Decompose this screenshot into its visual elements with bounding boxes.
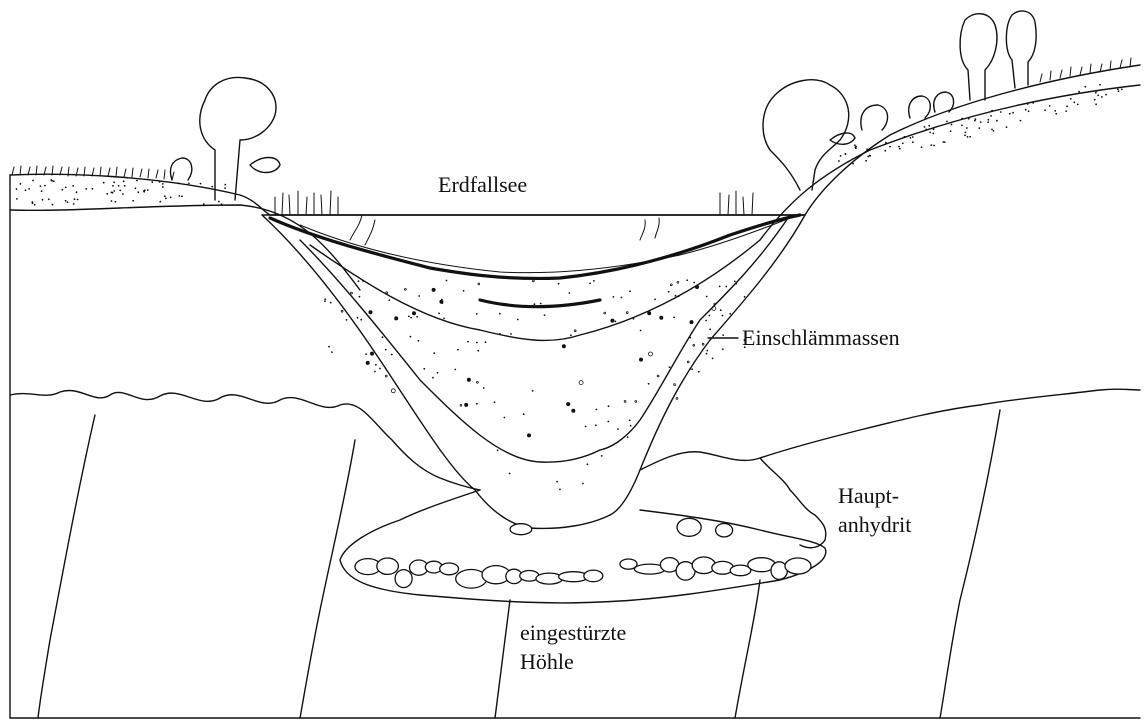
cave-outline — [340, 490, 826, 603]
collapsed-cave — [340, 490, 826, 603]
sediment-funnel — [262, 215, 805, 528]
bedrock-boundary — [10, 389, 1140, 490]
topsoil-base — [10, 85, 1140, 290]
boulder-icon — [355, 518, 811, 588]
anhydrite-outline — [760, 458, 826, 548]
tree-icon — [170, 11, 1036, 200]
reed-icon — [275, 191, 753, 245]
label-cave-line1: eingestürzte — [520, 620, 626, 645]
label-cave-line2: Höhle — [520, 649, 574, 674]
ground-surface — [10, 65, 1140, 215]
funnel-inner-left — [300, 240, 600, 462]
grass-left — [12, 166, 174, 180]
funnel-outer-right — [610, 215, 805, 515]
label-anhydrite-line1: Haupt- — [838, 483, 899, 508]
label-lake: Erdfallsee — [438, 172, 527, 197]
label-anhydrite-line2: anhydrit — [838, 512, 911, 537]
topsoil-layer — [10, 58, 1140, 290]
bedrock-joints — [38, 410, 1000, 718]
label-sediment: Einschlämmassen — [742, 325, 900, 350]
grass-right — [1040, 58, 1131, 82]
sediment-stipple — [16, 84, 1123, 490]
organic-layer-1 — [270, 215, 800, 278]
